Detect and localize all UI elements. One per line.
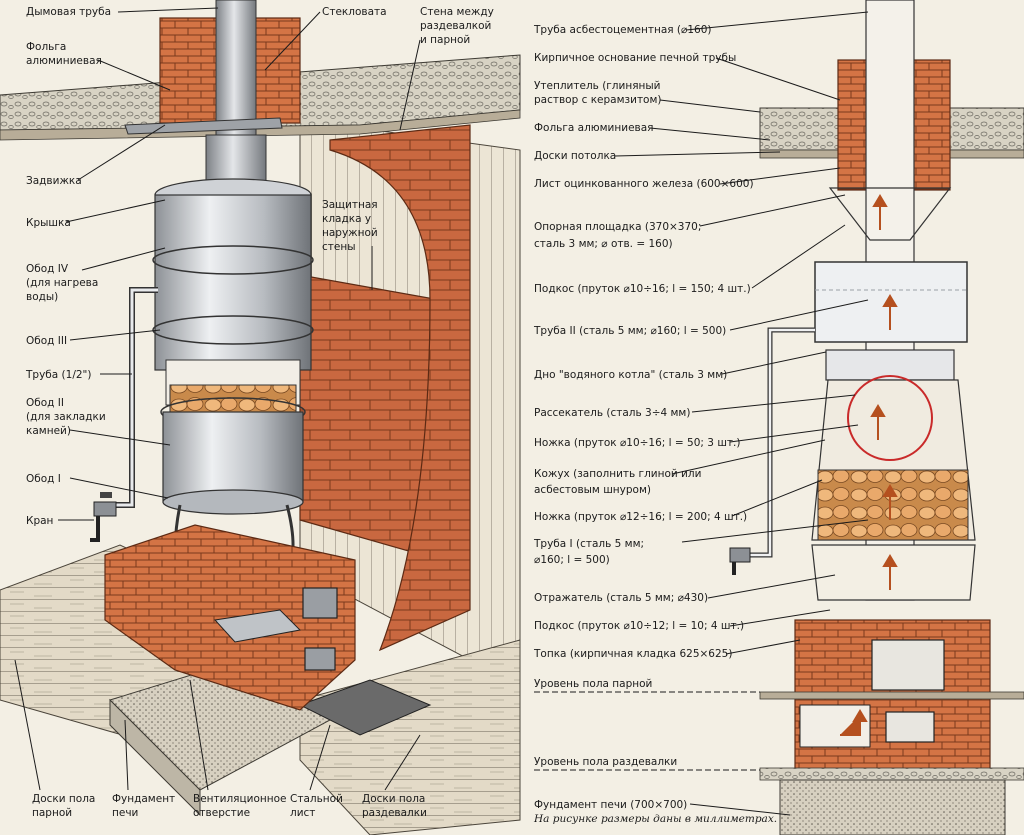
water-pipe (110, 287, 158, 508)
label-casing-line2: асбестовым шнуром) (534, 484, 651, 496)
label-protect-line2: кладка у (322, 213, 371, 225)
left-labels: Дымовая труба Стекловата Стена между раз… (25, 6, 494, 819)
label-steam-floor-line1: Доски пола (32, 793, 95, 805)
label-foil-right: Фольга алюминиевая (534, 122, 653, 134)
label-vent-line2: отверстие (193, 807, 250, 819)
steam-room-floor-level (759, 691, 1024, 700)
label-foil-line1: Фольга (26, 41, 66, 53)
label-support-line1: Опорная площадка (370×370; (534, 221, 701, 233)
label-damper: Задвижка (26, 175, 82, 187)
label-deflector: Отражатель (сталь 5 мм; ⌀430) (534, 592, 708, 604)
label-firebox: Топка (кирпичная кладка 625×625) (533, 648, 732, 660)
firebox-door (302, 587, 338, 619)
grate (214, 609, 302, 643)
label-tap: Кран (26, 515, 53, 527)
label-dress-floor-line2: раздевалки (362, 807, 427, 819)
label-insulation-line1: Утеплитель (глиняный (534, 80, 661, 92)
label-brace-top: Подкос (пруток ⌀10÷16; l = 150; 4 шт.) (534, 283, 751, 295)
valve-icon-right[interactable] (729, 547, 751, 575)
smoke-pipe-upper (215, 0, 257, 141)
label-pipe2: Труба II (сталь 5 мм; ⌀160; l = 500) (533, 325, 726, 337)
label-galvanized-sheet: Лист оцинкованного железа (600×600) (534, 178, 754, 190)
label-leg-long: Ножка (пруток ⌀12÷16; l = 200; 4 шт.) (534, 511, 747, 523)
flow-arrow-icon (840, 194, 898, 736)
label-rim2-line3: камней) (26, 425, 71, 437)
label-pipe-half: Труба (1/2") (25, 369, 91, 381)
label-wall-line2: раздевалкой (420, 20, 491, 32)
label-smoke-pipe: Дымовая труба (26, 6, 111, 18)
label-steam-floor-line2: парной (32, 807, 72, 819)
spreader-highlight (847, 375, 933, 461)
damper (124, 117, 283, 135)
ash-door-right (885, 711, 935, 743)
label-ceiling-boards: Доски потолка (534, 150, 616, 162)
side-water-pipe (745, 327, 815, 558)
left-illustration (0, 0, 521, 835)
stove-foundation-right (779, 779, 1006, 835)
stones-right (817, 469, 969, 541)
label-spreader: Рассекатель (сталь 3÷4 мм) (534, 407, 690, 419)
right-labels: Труба асбестоцементная (⌀160) Кирпичное … (533, 24, 777, 825)
label-asbestos-pipe: Труба асбестоцементная (⌀160) (533, 24, 711, 36)
label-lid: Крышка (26, 217, 71, 229)
label-boiler-bottom: Дно "водяного котла" (сталь 3 мм) (534, 369, 727, 381)
label-steel-sheet-line2: лист (290, 807, 315, 819)
label-dress-floor-level: Уровень пола раздевалки (534, 756, 677, 768)
label-casing-line1: Кожух (заполнить глиной или (534, 468, 701, 480)
label-wall-line1: Стена между (420, 6, 494, 18)
label-dress-floor-line1: Доски пола (362, 793, 425, 805)
label-pipe1-line1: Труба I (сталь 5 мм; (533, 538, 644, 550)
ash-door (304, 647, 336, 671)
label-protect-line3: наружной (322, 227, 378, 239)
label-chimney-base: Кирпичное основание печной трубы (534, 52, 736, 64)
label-glass-wool: Стекловата (322, 6, 387, 18)
firebox-door-right (871, 639, 945, 691)
stove-drum (152, 178, 314, 576)
dressing-room-floor-level (759, 767, 1024, 781)
label-steam-floor-level: Уровень пола парной (534, 678, 652, 690)
dividing-wall (329, 124, 471, 652)
left-leaders (14, 7, 421, 791)
steel-sheet (298, 679, 432, 736)
label-vent-line1: Вентиляционное (193, 793, 287, 805)
deflector (811, 544, 976, 601)
label-rim4-line1: Обод IV (26, 263, 69, 275)
label-brace-bottom: Подкос (пруток ⌀10÷12; l = 10; 4 шт.) (534, 620, 744, 632)
label-rim1: Обод I (26, 473, 61, 485)
label-support-line2: сталь 3 мм; ⌀ отв. = 160) (534, 238, 673, 250)
right-illustration (729, 0, 1024, 835)
label-wall-line3: и парной (420, 34, 470, 46)
valve-icon[interactable] (90, 492, 117, 542)
foundation-front (109, 698, 201, 817)
label-rim4-line2: (для нагрева (26, 277, 98, 289)
label-insulation-line2: раствор с керамзитом) (534, 94, 662, 106)
label-dimensions-note: На рисунке размеры даны в миллиметрах. (533, 813, 777, 825)
label-protect-line4: стены (322, 241, 356, 253)
support-platform (828, 187, 952, 241)
label-foil-line2: алюминиевая (26, 55, 102, 67)
right-leaders (534, 11, 869, 816)
label-rim4-line3: воды) (26, 291, 58, 303)
label-rim2-line1: Обод II (26, 397, 64, 409)
label-steel-sheet-line1: Стальной (290, 793, 343, 805)
label-pipe1-line2: ⌀160; l = 500) (534, 554, 610, 566)
label-stove-foundation: Фундамент печи (700×700) (534, 799, 687, 811)
label-protect-line1: Защитная (322, 199, 378, 211)
label-rim2-line2: (для закладки (26, 411, 106, 423)
label-foundation-line1: Фундамент (112, 793, 175, 805)
label-leg-short: Ножка (пруток ⌀10÷16; l = 50; 3 шт.) (534, 437, 740, 449)
label-rim3: Обод III (26, 335, 67, 347)
label-foundation-line2: печи (112, 807, 138, 819)
